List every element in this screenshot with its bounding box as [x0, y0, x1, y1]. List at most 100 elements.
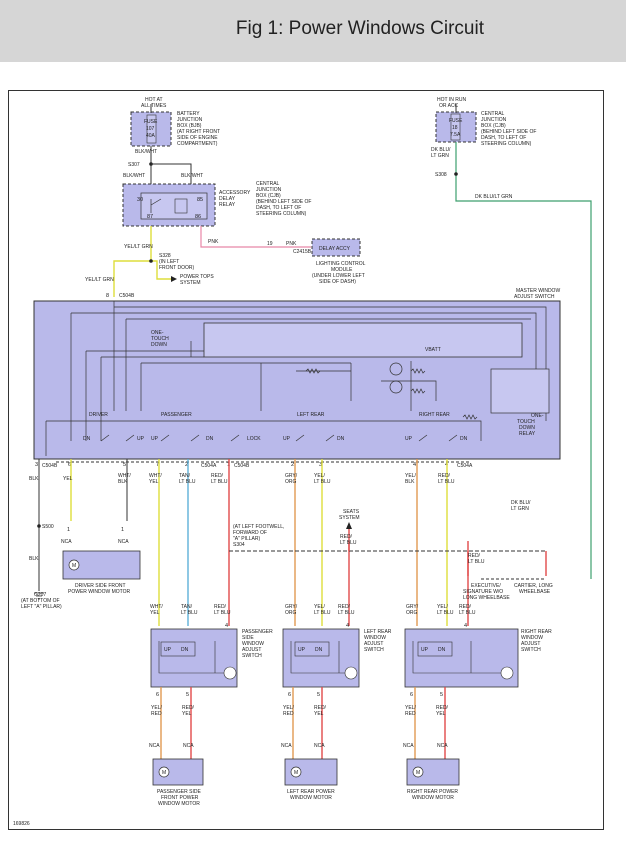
svg-text:(AT RIGHT FRONT: (AT RIGHT FRONT — [177, 129, 220, 135]
svg-text:WINDOW MOTOR: WINDOW MOTOR — [412, 795, 454, 801]
section-right-rear: RIGHT REAR — [419, 412, 450, 418]
svg-text:WINDOW MOTOR: WINDOW MOTOR — [158, 801, 200, 807]
svg-text:DK BLU/: DK BLU/ — [431, 147, 451, 153]
driver-motor-label: DRIVER SIDE FRONT POWER WINDOW MOTOR — [68, 583, 131, 595]
left-rear-motor: M — [284, 758, 338, 786]
svg-text:YEL/: YEL/ — [405, 473, 416, 479]
svg-text:86: 86 — [195, 214, 201, 220]
svg-text:RIGHT REAR: RIGHT REAR — [521, 629, 552, 635]
wire-pnk — [200, 226, 311, 248]
splice-s328 — [149, 259, 153, 263]
svg-text:7: 7 — [156, 462, 159, 468]
svg-text:STEERING COLUMN): STEERING COLUMN) — [481, 141, 532, 147]
right-rear-switch-label: RIGHT REAR WINDOW ADJUST SWITCH — [521, 629, 552, 653]
svg-text:RED: RED — [405, 711, 416, 717]
svg-text:YEL/LT GRN: YEL/LT GRN — [85, 277, 114, 283]
svg-text:4: 4 — [413, 462, 416, 468]
svg-text:UP: UP — [164, 647, 172, 653]
cjb-right-label: CENTRAL JUNCTION BOX (CJB) (BEHIND LEFT … — [481, 111, 536, 147]
svg-text:107: 107 — [146, 126, 155, 132]
led-indicator-1 — [389, 362, 403, 376]
passenger-motor-label: PASSENGER SIDE FRONT POWER WINDOW MOTOR — [157, 789, 201, 807]
figure-number: 169826 — [13, 821, 30, 827]
wiring-diagram: HOT AT ALL TIMES FUSE 107 40A BATTERY JU… — [13, 97, 592, 827]
svg-text:BLK: BLK — [405, 479, 415, 485]
svg-text:C504B: C504B — [42, 463, 58, 469]
svg-text:UP: UP — [405, 436, 413, 442]
svg-text:CENTRAL: CENTRAL — [481, 111, 505, 117]
svg-text:FRONT POWER: FRONT POWER — [161, 795, 199, 801]
svg-text:FRONT DOOR): FRONT DOOR) — [159, 265, 195, 271]
svg-text:ONE-: ONE- — [151, 330, 164, 336]
svg-text:LT BLU: LT BLU — [211, 479, 228, 485]
svg-text:ACCESSORY: ACCESSORY — [219, 190, 251, 196]
svg-text:SWITCH: SWITCH — [242, 653, 262, 659]
svg-text:LEFT REAR POWER: LEFT REAR POWER — [287, 789, 335, 795]
svg-text:SEATS: SEATS — [343, 509, 360, 515]
svg-text:ALL TIMES: ALL TIMES — [141, 103, 167, 109]
svg-text:DN: DN — [438, 647, 446, 653]
svg-text:6: 6 — [410, 692, 413, 698]
svg-text:YEL/: YEL/ — [314, 604, 325, 610]
svg-text:RED/: RED/ — [211, 473, 224, 479]
svg-text:M: M — [416, 770, 420, 776]
svg-text:RED/: RED/ — [340, 534, 353, 540]
motor-icon — [68, 559, 80, 571]
svg-text:40A: 40A — [146, 133, 156, 139]
svg-text:DELAY ACCY: DELAY ACCY — [319, 246, 351, 252]
svg-text:NCA: NCA — [61, 539, 72, 545]
wire-label-blk-wht: BLK/WHT — [135, 149, 157, 155]
svg-text:YEL: YEL — [63, 476, 73, 482]
svg-text:NCA: NCA — [403, 743, 414, 749]
splice-s308 — [454, 172, 458, 176]
svg-text:FUSE: FUSE — [449, 118, 463, 124]
figure-title: Fig 1: Power Windows Circuit — [235, 18, 484, 39]
svg-text:5: 5 — [123, 462, 126, 468]
executive-label: EXECUTIVE/ SIGNATURE W/O LONG WHEELBASE — [463, 583, 510, 601]
svg-text:1: 1 — [121, 527, 124, 533]
splice-s500 — [37, 524, 41, 528]
svg-text:30: 30 — [137, 197, 143, 203]
svg-text:UP: UP — [151, 436, 159, 442]
svg-text:YEL/: YEL/ — [314, 473, 325, 479]
svg-text:MASTER WINDOW: MASTER WINDOW — [516, 288, 560, 294]
svg-text:RELAY: RELAY — [219, 202, 236, 208]
svg-text:RED/: RED/ — [459, 604, 472, 610]
svg-text:87: 87 — [147, 214, 153, 220]
bjb-label: BATTERY JUNCTION BOX (BJB) (AT RIGHT FRO… — [177, 111, 220, 147]
svg-text:DN: DN — [460, 436, 468, 442]
svg-text:LT BLU: LT BLU — [179, 479, 196, 485]
svg-text:YEL: YEL — [436, 711, 446, 717]
svg-text:C2415B: C2415B — [293, 249, 312, 255]
svg-text:RED/: RED/ — [438, 473, 451, 479]
svg-text:DN: DN — [181, 647, 189, 653]
master-connector-pins: 3 C504B 6 5 7 2 C504A 1 C504B 2 3 4 4 C5… — [35, 462, 473, 469]
svg-text:19: 19 — [267, 241, 273, 247]
svg-text:LT BLU: LT BLU — [314, 610, 331, 616]
svg-text:BLK: BLK — [29, 476, 39, 482]
svg-text:YEL/LT GRN: YEL/LT GRN — [124, 244, 153, 250]
svg-text:NCA: NCA — [183, 743, 194, 749]
svg-text:SIDE OF ENGINE: SIDE OF ENGINE — [177, 135, 218, 141]
svg-text:YEL/: YEL/ — [283, 705, 294, 711]
svg-text:RED/: RED/ — [182, 705, 195, 711]
svg-text:ORG: ORG — [285, 479, 297, 485]
svg-text:TOUCH: TOUCH — [517, 419, 535, 425]
section-left-rear: LEFT REAR — [297, 412, 325, 418]
svg-text:2: 2 — [291, 462, 294, 468]
passenger-window-switch: UP DN 6 5 4 — [150, 623, 238, 698]
svg-text:DELAY: DELAY — [219, 196, 236, 202]
svg-text:GRY/: GRY/ — [285, 604, 298, 610]
svg-text:BOX (CJB): BOX (CJB) — [256, 193, 281, 199]
svg-text:LT BLU: LT BLU — [338, 610, 355, 616]
svg-text:1: 1 — [67, 527, 70, 533]
svg-text:LT BLU: LT BLU — [214, 610, 231, 616]
svg-text:SWITCH: SWITCH — [521, 647, 541, 653]
svg-text:S308: S308 — [435, 172, 447, 178]
diagram-frame: HOT AT ALL TIMES FUSE 107 40A BATTERY JU… — [8, 90, 604, 830]
svg-text:"A" PILLAR): "A" PILLAR) — [233, 536, 261, 542]
svg-text:DN: DN — [337, 436, 345, 442]
passenger-front-motor: M — [152, 758, 204, 786]
svg-text:UP: UP — [298, 647, 306, 653]
svg-text:COMPARTMENT): COMPARTMENT) — [177, 141, 218, 147]
